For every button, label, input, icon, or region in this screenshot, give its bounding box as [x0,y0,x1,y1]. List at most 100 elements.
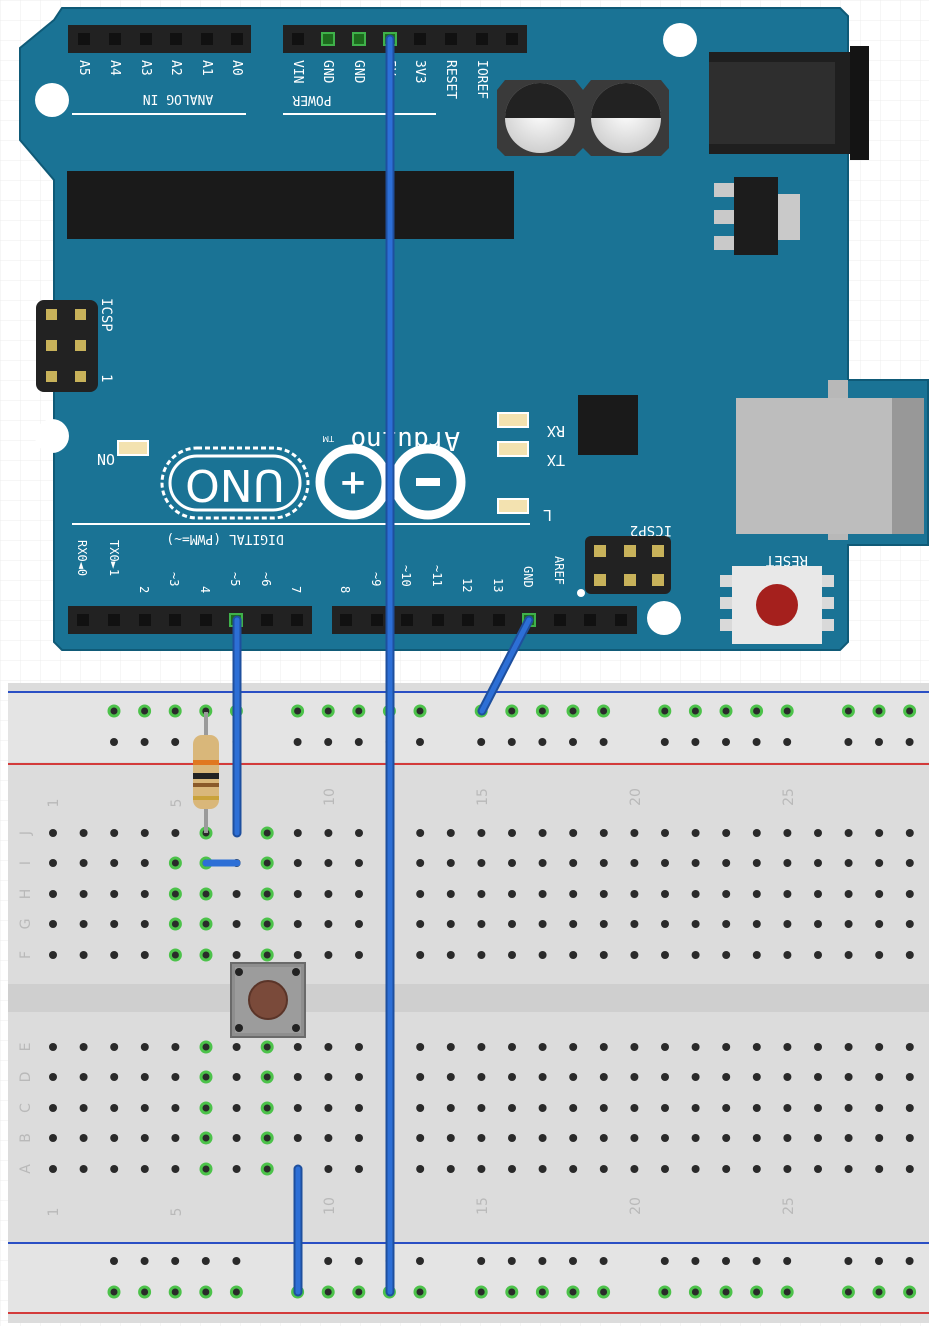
breadboard-hole [49,1134,57,1142]
breadboard-hole [844,890,853,898]
breadboard-hole-connected [719,704,733,718]
pushbutton[interactable] [230,962,306,1038]
breadboard-hole [49,951,57,959]
breadboard-hole [814,890,822,898]
breadboard-hole [79,1104,88,1112]
power-header [283,25,527,53]
capacitor [497,80,583,156]
breadboard-hole [324,859,333,867]
breadboard-hole [354,738,363,746]
breadboard-hole-connected [260,917,274,931]
breadboard-hole [355,1073,363,1081]
breadboard-hole [905,1043,914,1051]
breadboard-hole [49,1165,57,1173]
breadboard-hole [783,951,792,959]
breadboard-hole [110,1257,118,1265]
breadboard-hole [110,829,119,837]
breadboard-hole [630,1134,639,1142]
breadboard-hole [569,1073,578,1081]
breadboard-hole-connected [107,1285,121,1299]
breadboard-hole [722,1104,731,1112]
breadboard-hole [538,1073,547,1081]
pushbutton-cap[interactable] [248,980,288,1020]
breadboard-hole [232,890,241,898]
breadboard-hole [140,1165,149,1173]
breadboard-hole [508,1043,516,1051]
breadboard-hole [355,829,363,837]
breadboard-hole [538,1257,547,1265]
breadboard-hole [324,738,333,746]
breadboard-hole [569,890,578,898]
breadboard-hole [293,920,302,928]
breadboard-hole [844,1043,853,1051]
breadboard-hole [875,829,884,837]
breadboard-hole [324,1257,333,1265]
breadboard-hole [355,1104,363,1112]
breadboard-hole [630,890,639,898]
breadboard-hole [416,920,425,928]
breadboard-hole [630,1043,639,1051]
breadboard-hole [569,1257,577,1265]
breadboard-hole [691,1165,700,1173]
icsp2-header [585,536,671,594]
breadboard-hole-connected [168,856,182,870]
digital-section-label: DIGITAL (PWM=~) [166,531,283,546]
breadboard-hole [599,951,608,959]
breadboard-hole [844,1104,853,1112]
breadboard-hole-connected [168,1285,182,1299]
breadboard-hole-connected [872,1285,886,1299]
breadboard-hole [814,920,822,928]
digital-pin-label: ~6 [259,572,273,586]
breadboard-hole [569,920,578,928]
breadboard-hole [599,1073,608,1081]
analog-pin-label: A0 [229,60,244,76]
breadboard-hole [293,1073,302,1081]
breadboard-hole-connected [352,1285,366,1299]
breadboard-hole-connected [138,1285,152,1299]
breadboard-hole [324,1134,333,1142]
breadboard-hole [508,1165,516,1173]
breadboard-hole [49,890,57,898]
breadboard-hole [722,738,730,746]
breadboard-hole [569,1134,578,1142]
breadboard-hole [232,1073,241,1081]
breadboard-hole-connected [505,704,519,718]
breadboard-hole-connected [658,1285,672,1299]
breadboard-hole [446,859,455,867]
icsp2-label: ICSP2 [630,522,672,538]
breadboard-hole [691,1104,700,1112]
reset-button-cap[interactable] [756,584,798,626]
breadboard-hole [599,829,608,837]
breadboard-hole [355,951,363,959]
breadboard-hole [508,1134,516,1142]
usb-connector [736,380,924,540]
breadboard-hole-connected [750,704,764,718]
digital-pin-label: ~3 [167,572,181,586]
mounting-hole [35,419,69,453]
breadboard-hole [140,1043,149,1051]
breadboard-hole [752,951,761,959]
breadboard-hole [477,738,486,746]
icsp-label: ICSP [98,298,114,332]
breadboard-hole [293,859,302,867]
breadboard-hole [538,1104,547,1112]
digital-pin-label: ~5 [228,572,242,586]
breadboard-hole [599,1257,608,1265]
breadboard-hole [171,738,180,746]
breadboard-hole-connected [750,1285,764,1299]
pin-marker-dot [577,589,585,597]
breadboard-hole [171,1257,180,1265]
breadboard-hole-connected [260,1040,274,1054]
reset-button[interactable] [720,566,834,644]
breadboard-hole [324,890,333,898]
breadboard-hole [538,829,547,837]
breadboard-hole [752,920,761,928]
breadboard-hole [814,951,822,959]
breadboard-hole-connected [872,704,886,718]
breadboard-hole [752,1257,761,1265]
breadboard-hole [477,1165,486,1173]
breadboard-hole [752,859,761,867]
power-pin-label: GND [320,60,335,84]
breadboard-hole-connected [260,1070,274,1084]
row-letter: C [18,1103,34,1113]
